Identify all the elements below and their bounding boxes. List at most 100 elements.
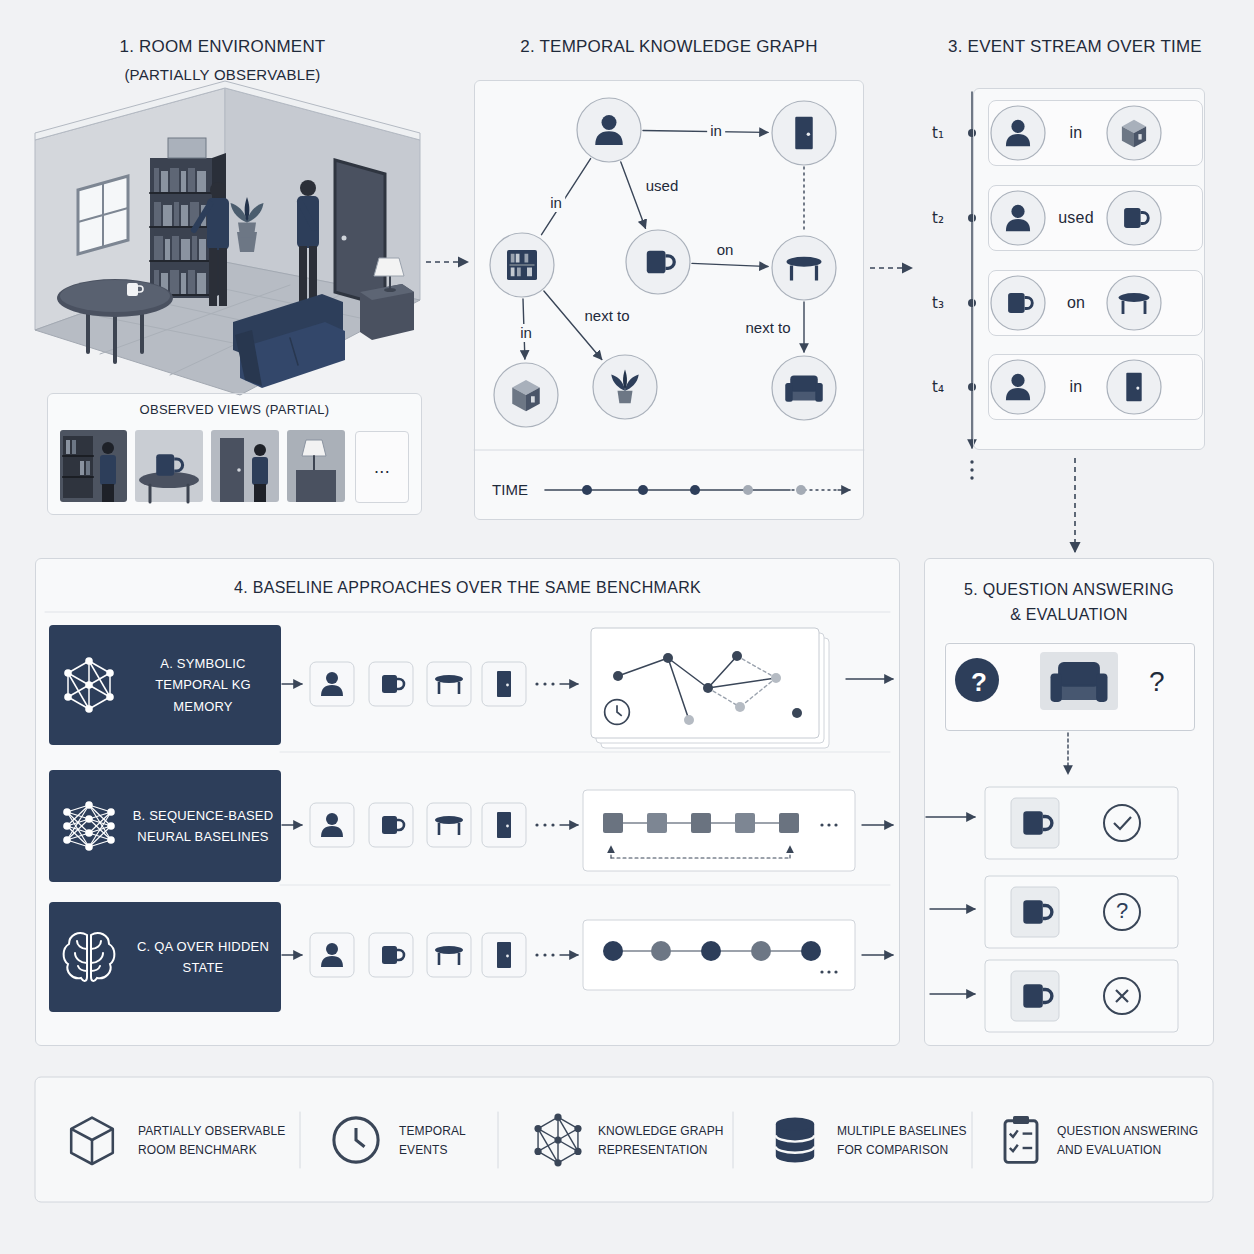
- mug-icon: [1023, 811, 1052, 834]
- baseline-pipelines-part: [735, 702, 745, 712]
- person-icon-part: [1011, 120, 1024, 133]
- baseline-pipelines-part: [771, 950, 801, 951]
- edge-label: in: [547, 194, 565, 212]
- table-icon-part: [439, 953, 459, 965]
- observed-view-thumbnails-part: [86, 461, 90, 475]
- room-illustration-part: [154, 168, 159, 192]
- baseline-icon-part: [85, 801, 93, 809]
- baseline-pipelines-part: [671, 950, 701, 951]
- clip-icon: [1005, 1116, 1037, 1162]
- observed-view-thumbnails-part: [63, 436, 93, 498]
- baseline-pipelines-part: [551, 682, 554, 685]
- shelf-icon-part: [517, 268, 521, 277]
- observed-view-thumbnails-part: [72, 440, 76, 454]
- person-icon: [321, 672, 343, 696]
- table-icon-part: [792, 266, 817, 281]
- room-illustration-part: [342, 236, 347, 241]
- table-icon-part: [439, 823, 459, 835]
- room-illustration-part: [297, 196, 319, 248]
- baseline-pipelines-part: [369, 662, 413, 706]
- qa-evaluation-part: [930, 993, 975, 994]
- baseline-pipelines-part: [543, 953, 546, 956]
- observed-view-thumbnails-part: [254, 444, 266, 456]
- person-icon: [595, 115, 623, 145]
- knowledge-graph-part: [690, 485, 700, 495]
- baseline-pipelines-part: [427, 662, 471, 706]
- door-icon-part: [506, 684, 509, 687]
- baseline-pipelines-part: [280, 885, 890, 886]
- mug-icon-part: [1043, 817, 1052, 830]
- room-illustration-part: [299, 246, 307, 304]
- mug-icon-part: [1023, 984, 1043, 1007]
- knowledge-graph-part: [692, 263, 768, 266]
- knowledge-graph-part: [626, 230, 690, 294]
- room-illustration-part: [170, 270, 179, 294]
- baseline-pipelines-part: [535, 823, 538, 826]
- room-illustration-part: [35, 88, 225, 330]
- knowledge-graph-part: [838, 489, 850, 490]
- baseline-pipelines-part: [732, 651, 742, 661]
- room-illustration-part: [78, 208, 128, 222]
- panel-frame: [973, 88, 1205, 450]
- panel-ground-part: [988, 354, 1203, 420]
- baseline-pipelines-part: [834, 970, 837, 973]
- baseline-icon-part: [64, 693, 72, 701]
- table-icon: [1119, 293, 1150, 314]
- qa-evaluation-part: [985, 787, 1178, 859]
- shelf-icon-part: [516, 254, 520, 263]
- qa-evaluation-part: [1067, 733, 1068, 774]
- observed-view-thumbnails-part: [100, 455, 116, 485]
- mug-icon: [1124, 208, 1148, 228]
- edge-label: in: [707, 122, 725, 140]
- section-heading: 5. QUESTION ANSWERING & EVALUATION: [963, 577, 1175, 627]
- xmark-icon-part: [1116, 990, 1128, 1002]
- baseline-icon-part: [67, 819, 89, 840]
- panel-ground: [35, 80, 1214, 1046]
- observed-views-box: OBSERVED VIEWS (PARTIAL)...: [47, 393, 422, 515]
- baseline-icon-part: [107, 822, 115, 830]
- event-stream-part: [968, 383, 976, 391]
- room-illustration-part: [78, 176, 128, 254]
- baseline-pipelines-part: [703, 683, 713, 693]
- more-views-box: ...: [355, 431, 409, 503]
- clip-icon-part: [1013, 1116, 1029, 1124]
- mug-icon-part: [1141, 213, 1149, 224]
- room-illustration-part: [210, 182, 226, 198]
- table-icon-part: [435, 946, 463, 954]
- legend-text: QUESTION ANSWERING AND EVALUATION: [1057, 1122, 1205, 1160]
- baseline-pipelines-part: [310, 662, 354, 706]
- table-icon-part: [435, 675, 463, 683]
- legend-frame-part: [733, 1112, 734, 1168]
- mug-icon-part: [666, 256, 675, 269]
- baseline-title: C. QA OVER HIDDEN STATE: [131, 936, 275, 979]
- room-illustration-part: [192, 236, 197, 260]
- question-mark: ?: [1142, 660, 1172, 704]
- mug-icon: [382, 816, 404, 834]
- section-heading: 3. EVENT STREAM OVER TIME: [940, 35, 1210, 60]
- legend-text: PARTIALLY OBSERVABLE ROOM BENCHMARK: [138, 1122, 296, 1160]
- room-illustration-part: [235, 330, 262, 386]
- qa-evaluation-part: [1011, 971, 1059, 1021]
- panel-ground-part: [47, 393, 422, 515]
- baseline-pipelines-part: [610, 846, 611, 858]
- baseline-icon-part: [64, 657, 114, 713]
- relation-label: in: [1070, 121, 1083, 144]
- baseline-pipelines-part: [551, 823, 554, 826]
- door-icon: [497, 671, 511, 697]
- clock-icon: [334, 1118, 378, 1162]
- person-icon-part: [326, 672, 338, 684]
- person-icon: [321, 943, 343, 967]
- clock-icon: [605, 700, 630, 725]
- event-stream-part: [991, 106, 1045, 160]
- baseline-pipelines-part: [740, 678, 776, 707]
- mug-icon: [1023, 900, 1052, 923]
- room-illustration-part: [197, 171, 206, 192]
- baseline-pipelines-part: [543, 682, 546, 685]
- event-stream-part: [968, 299, 976, 307]
- baseline-pipelines-part: [282, 954, 302, 955]
- baseline-pipelines-part: [792, 708, 802, 718]
- net-icon-part-part: [538, 1129, 558, 1163]
- flow-connector: [1074, 458, 1076, 552]
- knowledge-graph-part: [743, 485, 753, 495]
